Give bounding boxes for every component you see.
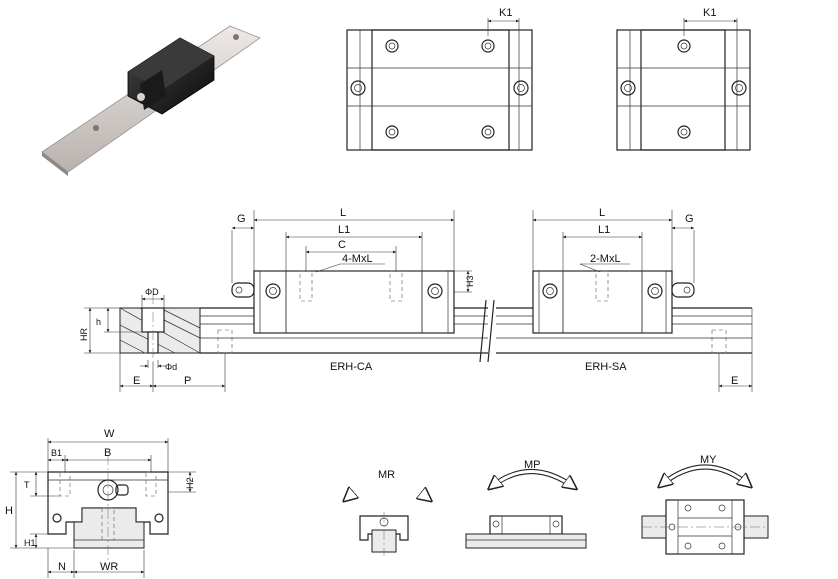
hole-spec-sa: 2-MxL [590, 253, 621, 265]
bolt-hole [677, 125, 691, 139]
bolt-hole [677, 39, 691, 53]
dim-k1-left: K1 [499, 7, 512, 19]
seal-bolt [647, 283, 663, 299]
dim-b: B [104, 447, 111, 459]
dim-k1-right: K1 [703, 7, 716, 19]
bolt-hole [481, 125, 495, 139]
dim-g-sa: G [685, 213, 694, 225]
dim-l1-sa: L1 [598, 224, 610, 236]
dim-c-ca: C [338, 239, 346, 251]
dim-hr: HR [79, 328, 89, 341]
dim-h2: H2 [185, 477, 195, 489]
top-view-ca: K1 [346, 7, 533, 151]
dim-n: N [58, 561, 66, 573]
dim-h: h [96, 317, 101, 327]
moment-my: MY [641, 454, 769, 555]
dim-e-left: E [133, 375, 140, 387]
label-mr: MR [378, 469, 395, 481]
grease-nipple [231, 282, 255, 298]
seal-bolt [52, 513, 62, 523]
dim-l-ca: L [340, 207, 346, 219]
grease-nipple [513, 80, 529, 96]
cross-section: W B1 B T H2 H H1 N WR [5, 428, 196, 578]
label-mp: MP [524, 459, 541, 471]
model-name-sa: ERH-SA [585, 361, 627, 373]
seal-bolt [265, 283, 281, 299]
model-name-ca: ERH-CA [330, 361, 373, 373]
dim-e-right: E [731, 375, 738, 387]
bolt-hole [385, 125, 399, 139]
moment-mr: MR [345, 469, 430, 556]
top-view-sa: K1 [616, 7, 751, 151]
dim-t: T [24, 480, 30, 490]
grease-nipple [620, 80, 636, 96]
dim-l-sa: L [599, 207, 605, 219]
grease-nipple [97, 479, 129, 501]
seal-bolt [154, 513, 164, 523]
dim-h1: H1 [24, 538, 36, 548]
dim-b1: B1 [51, 448, 62, 458]
bolt-hole [385, 39, 399, 53]
dim-phi-d-big: ΦD [145, 287, 159, 297]
product-photo [41, 25, 261, 176]
grease-nipple [731, 80, 747, 96]
dim-wr: WR [100, 561, 118, 573]
dim-phi-d: Φd [165, 362, 177, 372]
seal-bolt [427, 283, 443, 299]
hole-spec-ca: 4-MxL [342, 253, 373, 265]
dim-g-ca: G [237, 213, 246, 225]
bolt-hole [481, 39, 495, 53]
dim-h-total: H [5, 505, 13, 517]
dim-p: P [184, 375, 191, 387]
dim-h3: H3 [465, 275, 475, 287]
grease-nipple [350, 80, 366, 96]
dim-l1-ca: L1 [338, 224, 350, 236]
grease-nipple [671, 282, 695, 298]
side-view: G L L1 C 4-MxL ERH-CA L G L1 2-MxL H3 ER [79, 207, 753, 392]
seal-bolt [542, 283, 558, 299]
moment-mp: MP [465, 459, 587, 549]
dim-w: W [104, 428, 115, 440]
label-my: MY [700, 454, 717, 466]
